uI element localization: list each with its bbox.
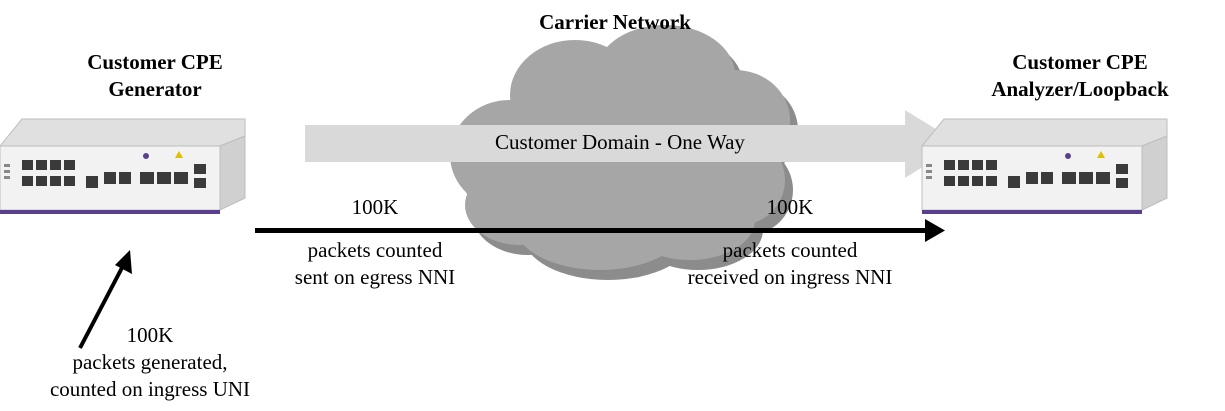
- ingress-uni-caption: 100K packets generated, counted on ingre…: [0, 322, 300, 403]
- egress-caption: packets counted sent on egress NNI: [280, 237, 470, 291]
- customer-domain-arrow: [305, 110, 960, 178]
- analyzer-label-line1: Customer CPE: [1012, 50, 1148, 74]
- ingress-nni-count: 100K: [766, 195, 814, 219]
- ingress-uni-caption-line2: counted on ingress UNI: [49, 377, 251, 401]
- generator-label: Customer CPE Generator: [50, 49, 260, 103]
- ingress-uni-arrow: [78, 250, 132, 349]
- ingress-uni-caption-line1: packets generated,: [72, 350, 228, 374]
- generator-label-line2: Generator: [108, 77, 202, 101]
- ingress-nni-caption-line1: packets counted: [722, 238, 858, 262]
- egress-caption-line2: sent on egress NNI: [294, 265, 456, 289]
- ingress-nni-caption-line2: received on ingress NNI: [687, 265, 893, 289]
- generator-device: [0, 118, 246, 214]
- analyzer-device: [920, 118, 1168, 214]
- traffic-arrow: [255, 219, 945, 242]
- egress-count: 100K: [351, 195, 399, 219]
- analyzer-label-line2: Analyzer/Loopback: [991, 77, 1169, 101]
- ingress-nni-caption: packets counted received on ingress NNI: [640, 237, 940, 291]
- analyzer-label: Customer CPE Analyzer/Loopback: [960, 49, 1200, 103]
- egress-caption-line1: packets counted: [307, 238, 443, 262]
- carrier-network-title: Carrier Network: [539, 10, 691, 34]
- customer-domain-label: Customer Domain - One Way: [495, 130, 745, 154]
- generator-label-line1: Customer CPE: [87, 50, 223, 74]
- ingress-uni-count: 100K: [126, 323, 174, 347]
